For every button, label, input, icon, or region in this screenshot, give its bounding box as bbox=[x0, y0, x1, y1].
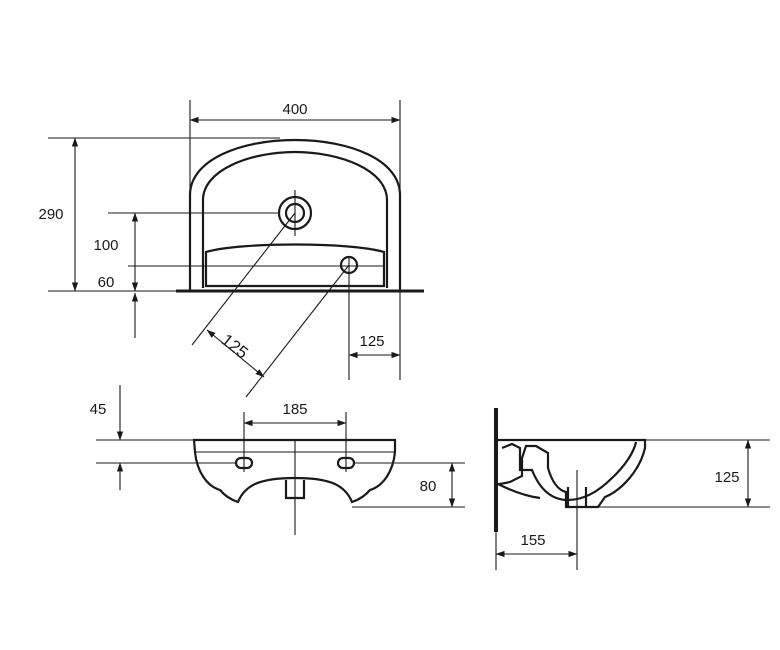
dim-drain-label: 155 bbox=[520, 532, 545, 549]
dim-depth-label: 125 bbox=[714, 469, 739, 486]
front-view: 45 185 80 bbox=[90, 385, 465, 535]
basin-outer-outline bbox=[188, 138, 402, 290]
top-view: 400 290 100 60 125 125 bbox=[38, 100, 424, 398]
dim-height-label: 290 bbox=[38, 206, 63, 223]
dim-side-label: 125 bbox=[359, 333, 384, 350]
dim-tap-label: 100 bbox=[93, 237, 118, 254]
wall-section bbox=[494, 408, 498, 532]
dim-overflow-label: 60 bbox=[98, 274, 115, 291]
dim-fixing-top-label: 45 bbox=[90, 401, 107, 418]
dim-diagonal-label: 125 bbox=[218, 330, 252, 362]
basin-section-outline bbox=[498, 438, 647, 509]
basin-inner-outline bbox=[201, 150, 389, 288]
side-section-view: 125 155 bbox=[494, 408, 770, 570]
dim-width-label: 400 bbox=[282, 101, 307, 118]
bowl-front-edge bbox=[204, 243, 386, 288]
dim-fixing-spacing-label: 185 bbox=[282, 401, 307, 418]
dim-fixing-bottom-label: 80 bbox=[420, 478, 437, 495]
dim-diagonal-line bbox=[206, 329, 265, 378]
